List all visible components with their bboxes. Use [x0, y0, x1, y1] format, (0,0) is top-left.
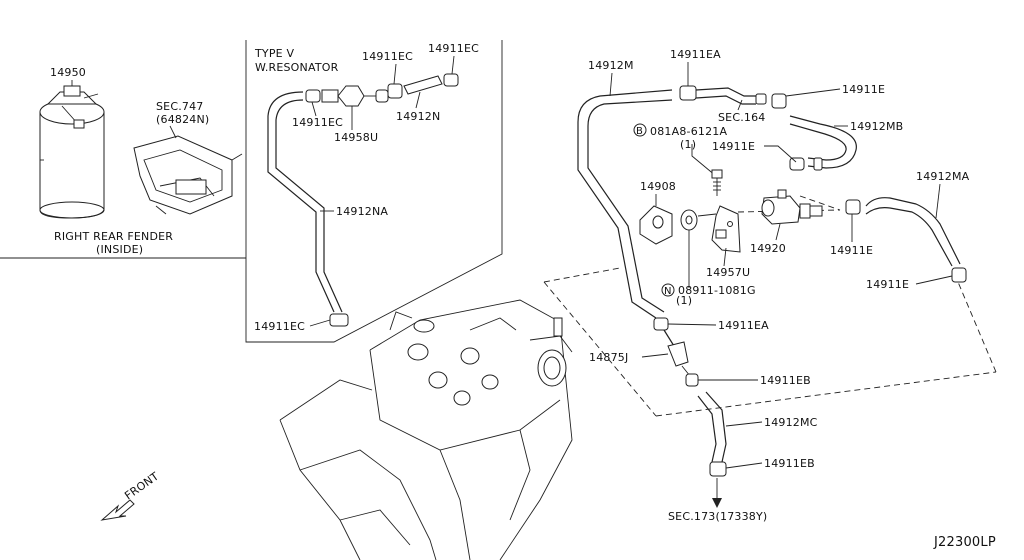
hose-14912MB	[789, 115, 857, 171]
label-bolt: 081A8-6121A	[650, 125, 727, 138]
label-nut: 08911-1081G	[678, 284, 756, 297]
hose-14912NA	[267, 91, 349, 327]
grommet	[680, 209, 698, 231]
label-hose-n: 14912N	[396, 110, 440, 123]
label-resonator: 14958U	[334, 131, 378, 144]
inset-title-1: TYPE V	[254, 47, 295, 60]
bolt-prefix: B	[636, 126, 643, 137]
label-hose-mc: 14912MC	[764, 416, 818, 429]
valve-14920	[761, 189, 823, 225]
label-hose-ma: 14912MA	[916, 170, 970, 183]
label-connector: 14875J	[589, 351, 628, 364]
label-valve: 14920	[750, 242, 786, 255]
label-hose-mb: 14912MB	[850, 120, 903, 133]
canister-14950	[39, 80, 105, 219]
label-clamp-c: 14911EC	[292, 116, 343, 129]
inset-title-2: W.RESONATOR	[255, 61, 339, 74]
bracket-sec747	[133, 125, 243, 215]
label-clamp-eb-mid: 14911EB	[760, 374, 811, 387]
label-bracket: 14957U	[706, 266, 750, 279]
label-bolt-qty: (1)	[680, 138, 696, 151]
label-sec747: SEC.747	[156, 100, 204, 113]
label-nut-qty: (1)	[676, 294, 692, 307]
bracket-14957U	[711, 205, 741, 253]
label-clamp-e-top: 14911E	[842, 83, 885, 96]
label-location-2: (INSIDE)	[96, 243, 143, 256]
label-canister: 14950	[50, 66, 86, 79]
label-clamp-eb-low: 14911EB	[764, 457, 815, 470]
label-clamp-ea-top: 14911EA	[670, 48, 721, 61]
label-front: FRONT	[122, 470, 161, 503]
nut-prefix: N	[664, 286, 671, 297]
front-arrow-icon	[100, 499, 135, 521]
label-clamp-a: 14911EC	[362, 50, 413, 63]
label-hose-m: 14912M	[588, 59, 634, 72]
hose-14912MA	[845, 197, 967, 283]
label-14908: 14908	[640, 180, 676, 193]
label-sec173: SEC.173(17338Y)	[668, 510, 767, 523]
label-clamp-ea-low: 14911EA	[718, 319, 769, 332]
engine-sketch	[279, 299, 573, 560]
label-sec747-code: (64824N)	[156, 113, 209, 126]
panel-borders	[0, 40, 503, 343]
lower-connector-chain	[653, 317, 727, 508]
label-clamp-bottom: 14911EC	[254, 320, 305, 333]
label-hose-na: 14912NA	[336, 205, 388, 218]
label-clamp-e-low: 14911E	[866, 278, 909, 291]
diagram-id: J22300LP	[933, 535, 996, 550]
clamp-and-resonator	[305, 73, 459, 107]
label-clamp-b: 14911EC	[428, 42, 479, 55]
hose-14912M	[577, 85, 787, 319]
label-clamp-e-right: 14911E	[830, 244, 873, 257]
part-14908	[639, 205, 673, 245]
bolt-part	[711, 169, 723, 196]
label-sec164: SEC.164	[718, 111, 766, 124]
label-location-1: RIGHT REAR FENDER	[54, 230, 173, 243]
label-clamp-e-mid: 14911E	[712, 140, 755, 153]
